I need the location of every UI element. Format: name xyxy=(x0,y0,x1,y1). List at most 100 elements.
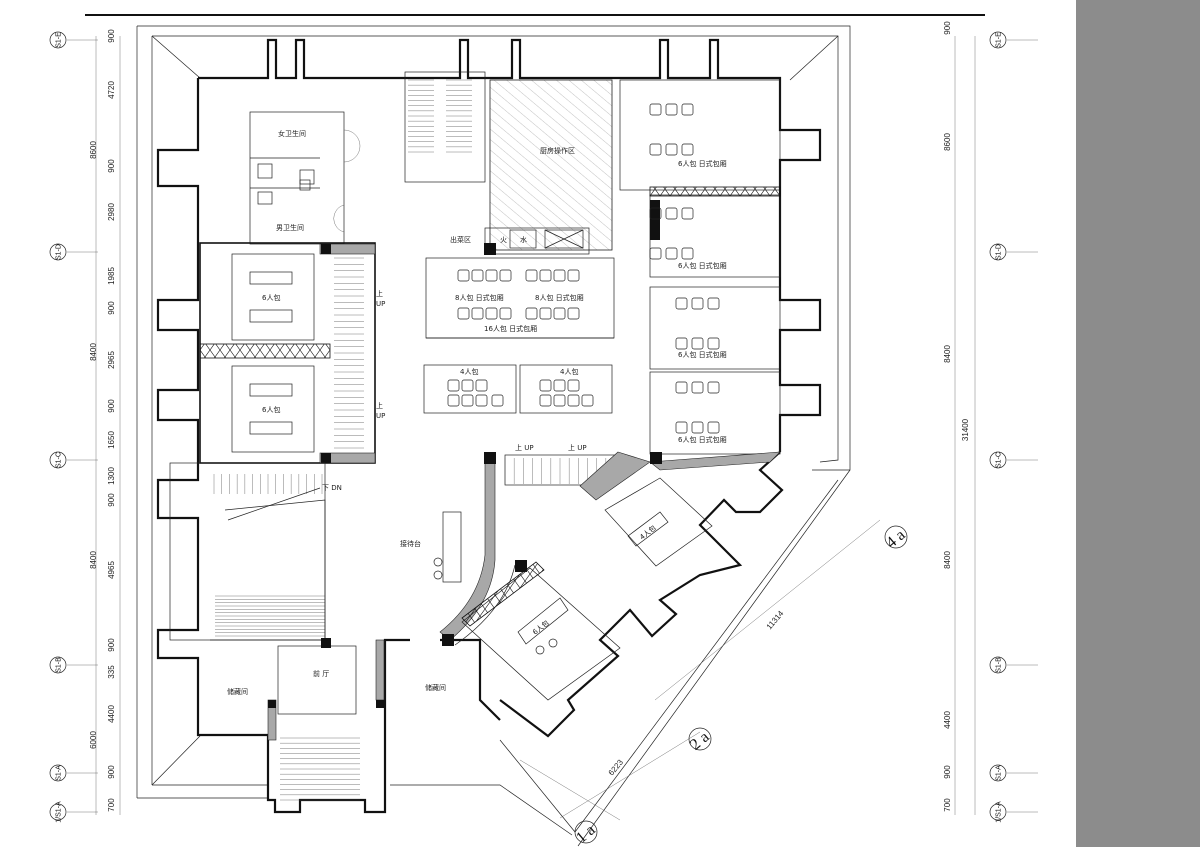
axis-marker xyxy=(989,803,1007,821)
column xyxy=(268,700,276,708)
slab-diagonal-edge xyxy=(577,469,851,847)
chair xyxy=(681,247,694,260)
chair xyxy=(567,394,580,407)
private-room-8a-label: 8人包 日式包厢 xyxy=(455,293,504,302)
axis-marker xyxy=(49,31,67,49)
serving-counter xyxy=(484,227,590,255)
dimension-text: 4400 xyxy=(107,705,116,723)
chair xyxy=(471,307,484,320)
private-room-6-right-1-label: 6人包 日式包厢 xyxy=(678,159,727,168)
diag-dimension-line xyxy=(519,759,621,821)
stairs-up-label: 上 UP xyxy=(515,443,534,452)
chair xyxy=(461,394,474,407)
chair xyxy=(567,269,580,282)
chair xyxy=(447,379,460,392)
column xyxy=(650,200,660,240)
sink-counter xyxy=(544,229,584,249)
chair xyxy=(475,394,488,407)
grey-wall xyxy=(375,639,385,701)
dimension-text: 8400 xyxy=(89,551,98,569)
dimension-text: 2980 xyxy=(107,203,116,221)
private-room-8b-label: 8人包 日式包厢 xyxy=(535,293,584,302)
chair xyxy=(691,297,704,310)
right-axis-markers: S1-ES1-DS1-CS1-BS1-A1/S1-A xyxy=(989,31,1038,823)
axis-label: 1/S1-A xyxy=(996,801,1003,823)
diagonal-wing: 4人包 6人包 xyxy=(461,451,781,701)
grey-wall xyxy=(319,243,376,255)
axis-label: S1-B xyxy=(56,657,63,673)
chair xyxy=(681,207,694,220)
table-diag xyxy=(517,597,569,645)
private-room-6-right-3-label: 6人包 日式包厢 xyxy=(678,350,727,359)
slab-edge xyxy=(137,25,851,471)
dimension-text: 8400 xyxy=(943,345,952,363)
slab-corner-tr xyxy=(789,35,839,81)
toilet xyxy=(257,163,273,179)
chair xyxy=(553,307,566,320)
diag-dimension-11314: 11314 xyxy=(765,608,786,631)
diagonal-dimensions: 11314 6223 4 a 2 a 1 a xyxy=(519,519,909,847)
female-restroom-label: 女卫生间 xyxy=(278,129,306,138)
dimension-text: 900 xyxy=(107,765,116,779)
dimension-text: 8600 xyxy=(89,141,98,159)
chair xyxy=(681,143,694,156)
storage-wall xyxy=(440,638,501,721)
axis-label: S1-D xyxy=(56,244,63,260)
axis-label: S1-D xyxy=(996,244,1003,260)
column xyxy=(321,244,331,254)
seats-16 xyxy=(457,269,580,320)
column xyxy=(484,452,496,464)
dimension-text: 900 xyxy=(943,765,952,779)
private-room-4-diag xyxy=(604,477,713,567)
private-room-6-right-4-label: 6人包 日式包厢 xyxy=(678,435,727,444)
reception-area: 接待台 上 UP 上 UP xyxy=(400,443,616,646)
axis-label: 1/S1-A xyxy=(56,801,63,823)
chair xyxy=(471,269,484,282)
dimension-text: 8400 xyxy=(943,551,952,569)
chair xyxy=(665,143,678,156)
dimension-text: 900 xyxy=(107,159,116,173)
urinal xyxy=(299,179,311,191)
dimension-text: 6000 xyxy=(89,731,98,749)
private-room-6-left-1-label: 6人包 xyxy=(262,293,280,302)
chair xyxy=(665,103,678,116)
hot-label: 火 xyxy=(500,236,507,244)
slab-diagonal-short xyxy=(499,739,576,833)
dimension-text: 4720 xyxy=(107,81,116,99)
chair xyxy=(675,297,688,310)
male-restroom-label: 男卫生间 xyxy=(276,223,304,232)
chair xyxy=(707,421,720,434)
chair xyxy=(485,307,498,320)
kitchen-area: 厨房操作区 出菜区 火 水 xyxy=(404,71,613,255)
chair xyxy=(499,307,512,320)
private-room-16-label: 16人包 日式包厢 xyxy=(484,324,537,333)
private-room-6-right-3 xyxy=(649,286,781,370)
dimension-text: 335 xyxy=(107,665,116,679)
axis-label: S1-C xyxy=(56,452,63,468)
stool xyxy=(548,638,558,648)
door-swing xyxy=(343,129,361,163)
entry-wall xyxy=(266,700,387,814)
table xyxy=(249,309,293,323)
left-stairs xyxy=(334,257,364,449)
seats-4 xyxy=(447,379,594,407)
private-room-6-diag-label: 6人包 xyxy=(531,618,551,636)
chair xyxy=(707,337,720,350)
chair xyxy=(665,247,678,260)
dimension-text: 900 xyxy=(107,399,116,413)
diag-dimension-line xyxy=(654,519,881,701)
column xyxy=(321,453,331,463)
axis-bubble xyxy=(884,525,908,549)
right-private-rooms: 6人包 日式包厢 6人包 日式包厢 6人包 日式包厢 6人包 日式包厢 xyxy=(619,79,781,464)
left-axis-markers: S1-ES1-DS1-CS1-BS1-A1/S1-A xyxy=(49,31,98,823)
dimension-text: 900 xyxy=(107,29,116,43)
stairs-up-label: 上 xyxy=(376,401,383,410)
side-panel xyxy=(1076,0,1200,847)
chair xyxy=(649,207,662,220)
grey-wall xyxy=(579,451,651,501)
private-room-4-2-label: 4人包 xyxy=(560,367,578,376)
chair xyxy=(539,394,552,407)
dimension-text: 1650 xyxy=(107,431,116,449)
